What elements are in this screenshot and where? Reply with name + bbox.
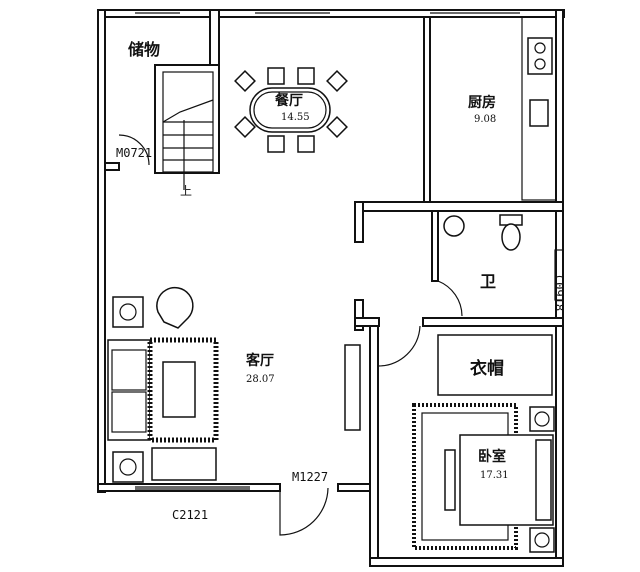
living-window-code: C2121 bbox=[172, 508, 209, 522]
stair-box bbox=[154, 64, 220, 174]
side-table bbox=[112, 296, 144, 328]
room-kitchen-label: 厨房 bbox=[468, 95, 496, 111]
stair-steps bbox=[162, 99, 214, 190]
toilet bbox=[501, 223, 521, 251]
bath-window-code: C0918 bbox=[552, 275, 566, 312]
room-bathroom-label: 卫 bbox=[480, 272, 497, 291]
nightstand bbox=[529, 406, 555, 432]
left-wall bbox=[97, 9, 106, 493]
armchair bbox=[156, 286, 194, 329]
storage-door-code: M0721 bbox=[116, 146, 153, 160]
sofa-bottom bbox=[151, 447, 217, 481]
room-living-label: 客厅 bbox=[246, 353, 274, 369]
storage-door-swing bbox=[118, 134, 150, 166]
stair-up-label: 上 bbox=[180, 184, 193, 198]
wardrobe bbox=[437, 334, 553, 396]
kitchen-sink bbox=[529, 99, 549, 127]
window-c0918 bbox=[554, 249, 564, 301]
washbasin bbox=[443, 215, 465, 237]
living-bottom-wall-right bbox=[337, 483, 375, 492]
bedroom-door-swing bbox=[377, 325, 421, 367]
room-dining-area: 14.55 bbox=[281, 112, 310, 123]
coffee-table bbox=[162, 361, 196, 418]
room-kitchen-area: 9.08 bbox=[474, 114, 497, 125]
stove bbox=[527, 37, 553, 75]
main-door-code: M1227 bbox=[292, 470, 329, 484]
dining-table bbox=[234, 67, 348, 153]
kitchen-counter bbox=[521, 16, 557, 201]
main-door-swing bbox=[279, 487, 329, 536]
tv-cabinet bbox=[344, 344, 361, 431]
room-storage-label: 储物 bbox=[128, 40, 161, 59]
room-bedroom-label: 卧室 bbox=[478, 449, 506, 465]
room-closet-label: 衣帽 bbox=[470, 359, 504, 379]
room-dining-label: 餐厅 bbox=[275, 93, 303, 109]
room-living-area: 28.07 bbox=[246, 374, 275, 385]
room-bedroom-area: 17.31 bbox=[480, 470, 509, 481]
